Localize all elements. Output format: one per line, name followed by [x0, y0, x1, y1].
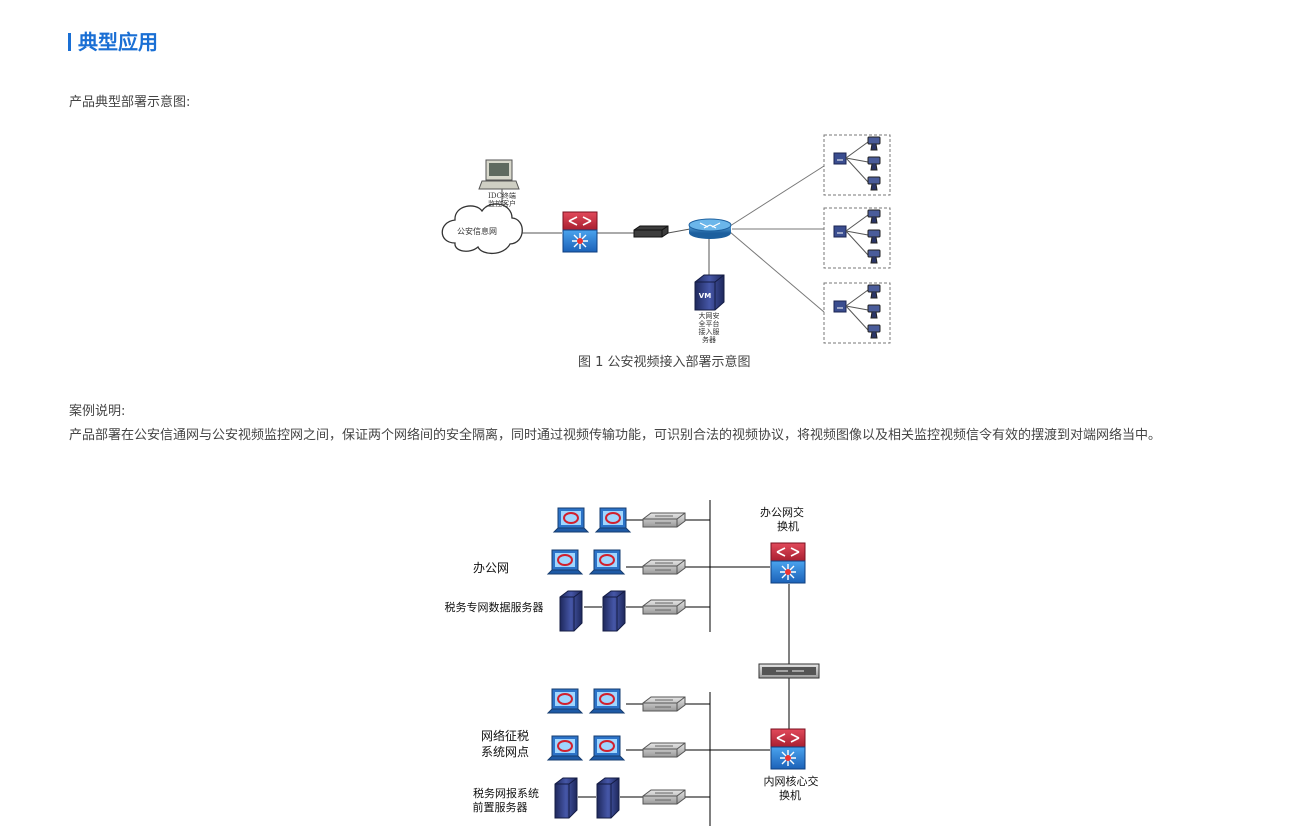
camera-icon: [867, 304, 881, 319]
camera-icon: [867, 229, 881, 244]
diagram1: 公安信息网 IDC终端 监控客户 VM 大网安 全平台: [441, 134, 891, 344]
diagram1-caption: 图 1 公安视频接入部署示意图: [578, 355, 751, 370]
workstation-icon: [589, 549, 625, 575]
cloud-label: 公安信息网: [457, 226, 497, 236]
workstation-icon: [589, 735, 625, 761]
hub-icon: [642, 559, 686, 575]
case-heading: 案例说明:: [69, 404, 126, 419]
tax-data-servers-label: 税务专网数据服务器: [445, 600, 544, 614]
office-switch-label-line2: 换机: [777, 519, 799, 533]
camera-icon: [867, 136, 881, 151]
office-net-label: 办公网: [473, 560, 509, 575]
tax-front-servers-label-line2: 前置服务器: [473, 800, 528, 814]
encoder-icon: [833, 225, 847, 238]
hub-icon: [642, 789, 686, 805]
client-label-line2: 监控客户: [488, 199, 516, 208]
hub-icon: [642, 599, 686, 615]
hub-icon: [642, 696, 686, 712]
server-icon: [596, 777, 620, 819]
core-switch-label-line2: 换机: [779, 788, 801, 802]
server-icon: [559, 590, 583, 632]
d1-link-gateway-router: [667, 228, 691, 234]
office-switch-label-line1: 办公网交: [760, 505, 804, 519]
workstation-icon: [547, 735, 583, 761]
router-icon: [688, 218, 732, 239]
camera-icon: [867, 284, 881, 299]
workstation-icon: [553, 507, 589, 533]
tax-front-servers-label-line1: 税务网报系统: [473, 786, 539, 800]
camera-icon: [867, 156, 881, 171]
camera-icon: [867, 324, 881, 339]
section-title-text: 典型应用: [78, 30, 158, 54]
client-label-line1: IDC终端: [488, 191, 516, 200]
vm-badge: VM: [699, 292, 711, 300]
workstation-icon: [547, 549, 583, 575]
tax-net-label-line1: 网络征税: [481, 728, 529, 743]
camera-group-2: [823, 207, 891, 269]
office-switch-icon: [770, 542, 806, 584]
d1-link-router-group1: [729, 165, 825, 227]
server-icon: [554, 777, 578, 819]
d1-link-router-group3: [729, 231, 825, 313]
hub-icon: [642, 512, 686, 528]
camera-icon: [867, 176, 881, 191]
camera-icon: [867, 209, 881, 224]
encoder-icon: [833, 152, 847, 165]
server-label-line1: 大网安: [699, 311, 720, 320]
camera-icon: [867, 249, 881, 264]
vm-server-icon: [694, 274, 725, 311]
encoder-icon: [833, 300, 847, 313]
camera-group-1: [823, 134, 891, 196]
gateway-device-icon: [633, 225, 669, 238]
server-label-line3: 接入服: [699, 327, 720, 336]
workstation-icon: [478, 159, 520, 190]
case-text: 产品部署在公安信通网与公安视频监控网之间，保证两个网络间的安全隔离，同时通过视频…: [69, 428, 1162, 443]
camera-group-3: [823, 282, 891, 344]
title-bar: [68, 33, 71, 51]
tax-net-label-line2: 系统网点: [481, 745, 529, 759]
section-title: 典型应用: [68, 26, 158, 55]
diagram2: 办公网 税务专网数据服务器 办公网交 换机 网络征税 系统网点 税务网报系统 前…: [445, 500, 820, 826]
workstation-icon: [547, 688, 583, 714]
core-switch-label-line1: 内网核心交: [764, 774, 819, 788]
switch-icon: [562, 211, 598, 253]
server-label-line4: 务器: [702, 335, 716, 344]
intro-text: 产品典型部署示意图:: [69, 95, 191, 110]
cloud-icon: [441, 203, 523, 255]
workstation-icon: [595, 507, 631, 533]
workstation-icon: [589, 688, 625, 714]
server-icon: [602, 590, 626, 632]
server-label-line2: 全平台: [699, 319, 720, 328]
hub-icon: [642, 742, 686, 758]
gateway-device-icon: [758, 663, 820, 679]
core-switch-icon: [770, 728, 806, 770]
